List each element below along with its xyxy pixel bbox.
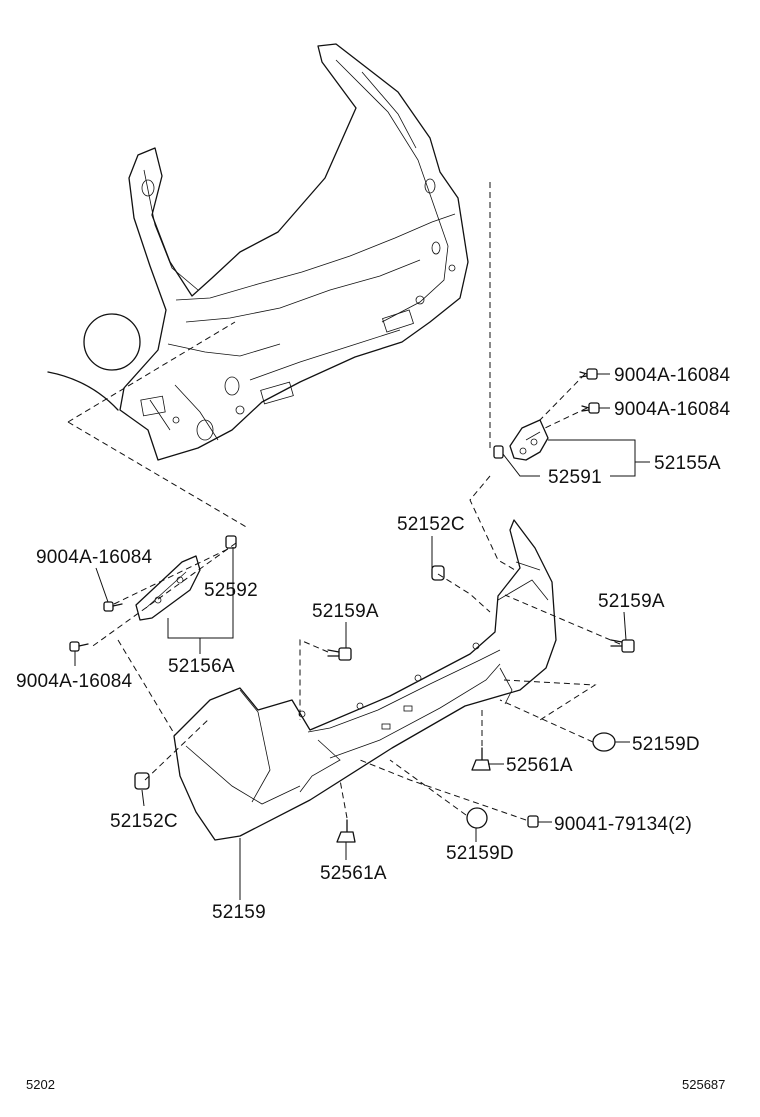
label-52592[interactable]: 52592 [204, 580, 258, 601]
fasteners [69, 368, 635, 843]
label-52561a-right[interactable]: 52561A [506, 755, 573, 776]
left-bumper-retainer [135, 555, 201, 621]
label-52156a[interactable]: 52156A [168, 656, 235, 677]
pillar-outline [119, 43, 469, 461]
fender-arc [47, 371, 119, 411]
label-52152c-lower[interactable]: 52152C [110, 811, 178, 832]
label-52159a-mid[interactable]: 52159A [312, 601, 379, 622]
label-52159a-right[interactable]: 52159A [598, 591, 665, 612]
body-side-panel [47, 43, 469, 461]
label-52159d-right[interactable]: 52159D [632, 734, 700, 755]
rear-bumper-cover [173, 519, 557, 841]
label-52152c-upper[interactable]: 52152C [397, 514, 465, 535]
label-52155a[interactable]: 52155A [654, 453, 721, 474]
label-9004a-16084-upper-2[interactable]: 9004A-16084 [614, 399, 731, 420]
label-9004a-16084-upper-1[interactable]: 9004A-16084 [614, 365, 731, 386]
label-52591[interactable]: 52591 [548, 467, 602, 488]
assembly-lines [67, 182, 621, 821]
label-52159d-lower[interactable]: 52159D [446, 843, 514, 864]
label-90041-79134[interactable]: 90041-79134(2) [554, 814, 693, 835]
footer-figure-id: 525687 [682, 1077, 726, 1092]
label-52561a-lower[interactable]: 52561A [320, 863, 387, 884]
fuel-lid-outline [83, 313, 141, 371]
label-9004a-16084-left-1[interactable]: 9004A-16084 [36, 547, 153, 568]
footer-page-code: 5202 [26, 1077, 55, 1092]
label-9004a-16084-left-2[interactable]: 9004A-16084 [16, 671, 133, 692]
right-bumper-retainer [509, 419, 549, 461]
bumper-outline [173, 519, 557, 841]
leader-lines [74, 373, 650, 900]
label-52159[interactable]: 52159 [212, 902, 266, 923]
